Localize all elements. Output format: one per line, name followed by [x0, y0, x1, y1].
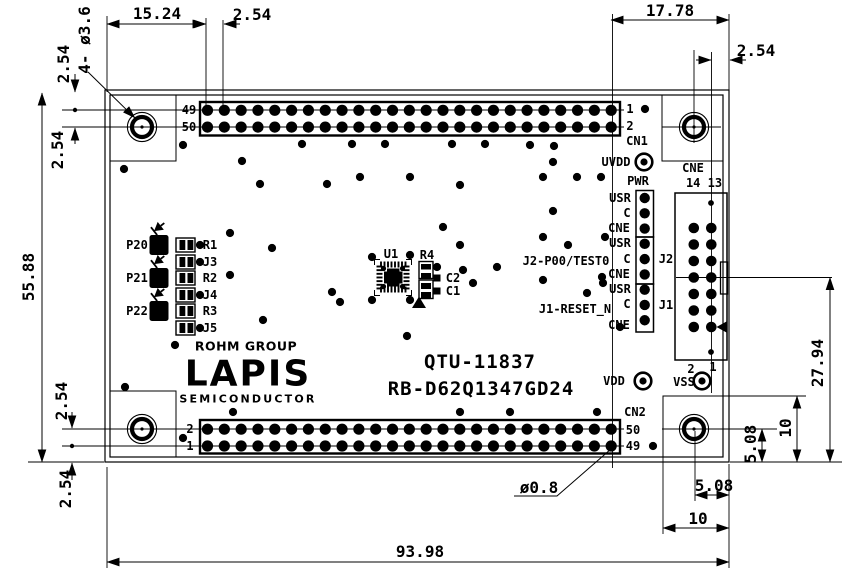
vss-pad: [692, 371, 712, 391]
signal-j1: J1-RESET_N: [538, 302, 612, 316]
cn1-pin-50: 50: [181, 120, 197, 134]
pwr-pin-usr-2: USR: [609, 236, 631, 250]
uvdd-pad: [634, 152, 654, 172]
pwr-name: PWR: [627, 174, 649, 188]
lapis-semiconductor-label: SEMICONDUCTOR: [179, 392, 317, 406]
signal-j2: J2-P00/TEST0: [522, 254, 610, 268]
led-p21: P21: [126, 271, 148, 285]
vss-pin-2: 2: [687, 362, 695, 376]
part-c1: C1: [445, 284, 461, 298]
connector-boxes: [198, 100, 729, 455]
part-r4: R4: [419, 248, 435, 262]
dim-left-bottom-a: 2.54: [52, 381, 71, 421]
pad-uvdd-label: UVDD: [601, 155, 631, 169]
power-pads: [633, 152, 712, 391]
cn1-pin-2: 2: [626, 119, 634, 133]
pwr-pin-cne-1: CNE: [608, 221, 630, 235]
pwr-pin-cne-3: CNE: [608, 318, 630, 332]
part-r3: R3: [202, 304, 218, 318]
cne-markers: [708, 200, 727, 355]
r4-c-footprints: [412, 260, 441, 308]
dim-left-bottom-b: 2.54: [56, 469, 75, 509]
cn1-name: CN1: [626, 134, 648, 148]
connector-pins: [201, 104, 717, 452]
rohm-group-logo: ROHM GROUP: [194, 338, 298, 354]
led-p20: P20: [126, 238, 148, 252]
corner-keepouts: [109, 94, 724, 458]
pad-vss-label: VSS: [673, 375, 695, 389]
pwr-pin-cne-2: CNE: [608, 267, 630, 281]
via-dots: [119, 104, 658, 451]
part-j3: J3: [202, 255, 218, 269]
pwr-box-j1: [635, 283, 655, 333]
part-j5: J5: [202, 321, 218, 335]
hole-callout-leader: [87, 71, 136, 119]
jumper-j1: J1: [658, 298, 674, 312]
part-c2: C2: [445, 271, 461, 285]
pwr-pin-c-1: C: [623, 206, 631, 220]
edge-tab: [719, 261, 729, 295]
dim-corner-y: 10: [776, 418, 795, 438]
dim-left-top-b: 2.54: [48, 130, 67, 170]
part-j4: J4: [202, 288, 218, 302]
drill-callout-leader: [514, 448, 612, 497]
dim-pitch-top-left: 15.24: [132, 4, 182, 23]
fiducial-triangle: [412, 296, 426, 308]
dim-pin-pitch-top: 2.54: [232, 5, 272, 24]
note-mounting-holes: 4- ø3.6: [75, 6, 94, 74]
cn2-pin-2: 2: [186, 422, 194, 436]
dim-corner-x: 10: [688, 509, 708, 528]
dim-pitch-top-right: 17.78: [645, 1, 695, 20]
lapis-logo: LAPIS: [184, 353, 312, 395]
board-outline: [104, 89, 730, 463]
pad-vdd-label: VDD: [603, 374, 625, 388]
led-p22: P22: [126, 304, 148, 318]
dim-hole-offset-y: 5.08: [741, 424, 760, 464]
passive-footprints: [175, 237, 196, 336]
dim-board-height: 55.88: [19, 252, 38, 302]
board-model-number: RB-D62Q1347GD24: [387, 378, 575, 400]
leds: [149, 221, 169, 321]
dim-hole-offset-x: 5.08: [694, 476, 734, 495]
pwr-pin-usr-3: USR: [609, 282, 631, 296]
cne-name: CNE: [682, 161, 704, 175]
cn1-pin-49: 49: [181, 103, 197, 117]
cn2-name: CN2: [624, 405, 646, 419]
vss-pin-1: 1: [709, 360, 717, 374]
dim-edge-top-right: 2.54: [736, 41, 776, 60]
note-drill: ø0.8: [519, 478, 559, 497]
jumper-j2: J2: [658, 252, 674, 266]
dim-left-top-a: 2.54: [54, 44, 73, 84]
cn1-box: [198, 100, 622, 137]
cn2-box: [198, 418, 622, 455]
cn2-pin-49: 49: [625, 439, 641, 453]
board-part-number: QTU-11837: [424, 351, 536, 373]
dimension-lines: [37, 15, 835, 567]
part-r1: R1: [202, 238, 218, 252]
cn1-pin-1: 1: [626, 102, 634, 116]
cne-cols: 14 13: [685, 176, 723, 190]
cn2-pin-1: 1: [186, 439, 194, 453]
dim-board-width: 93.98: [395, 542, 445, 561]
pwr-pin-usr-1: USR: [609, 191, 631, 205]
part-u1: U1: [383, 247, 399, 261]
pwr-pin-c-2: C: [623, 252, 631, 266]
part-r2: R2: [202, 271, 218, 285]
vdd-pad: [633, 371, 653, 391]
pwr-pin-c-3: C: [623, 297, 631, 311]
u1-footprint: [374, 259, 412, 296]
dim-cne-to-edge: 27.94: [808, 338, 827, 388]
cn2-pin-50: 50: [625, 423, 641, 437]
